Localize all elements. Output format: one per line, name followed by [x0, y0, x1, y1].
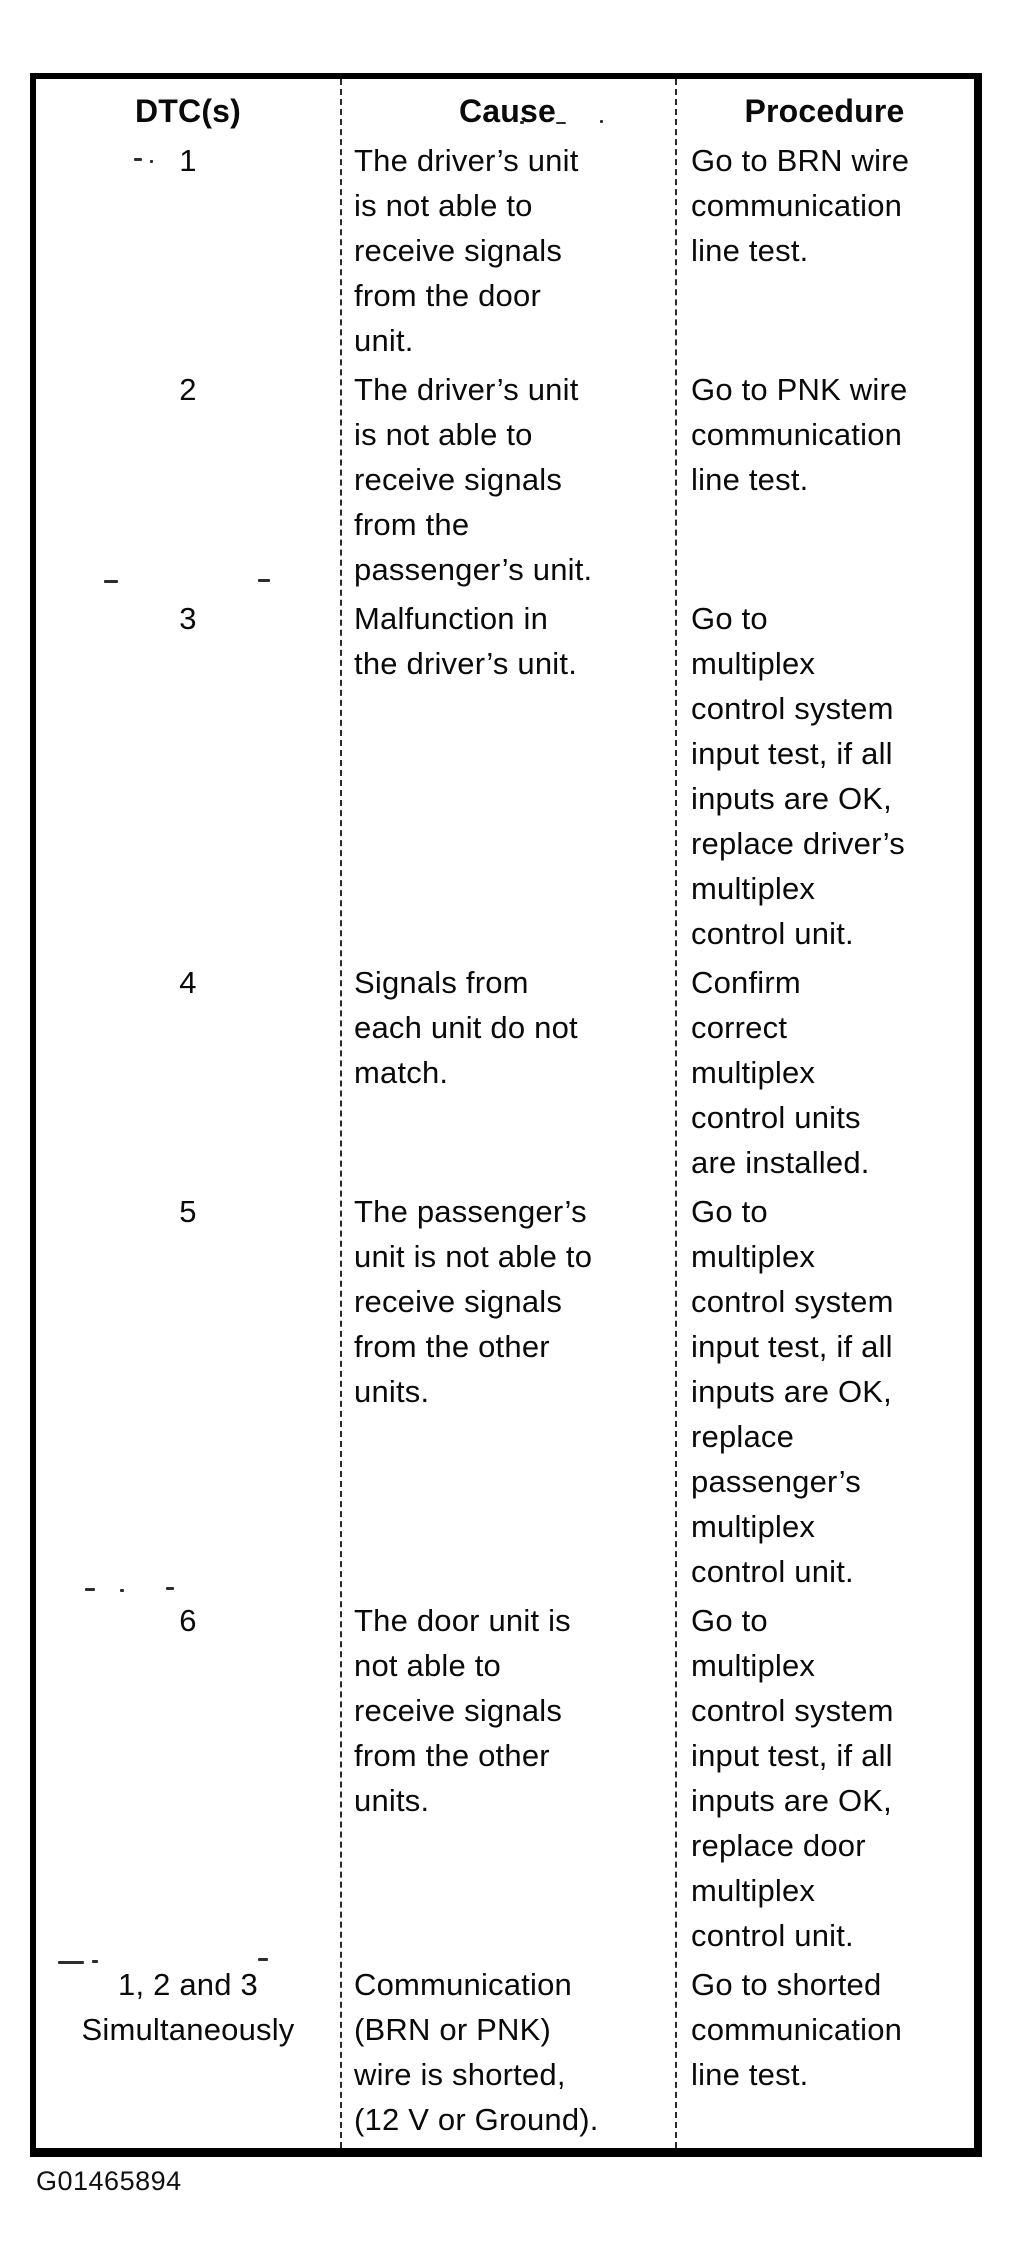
- scan-artifact: [150, 160, 153, 163]
- procedure-cell: Go to BRN wire communication line test.: [691, 143, 910, 268]
- table-row: 1, 2 and 3 Simultaneously Communication …: [36, 1962, 974, 2142]
- dtc-cell: 5: [179, 1194, 197, 1229]
- header-procedure: Procedure: [744, 93, 905, 129]
- procedure-cell: Go to multiplex control system input tes…: [691, 601, 905, 951]
- dtc-cell: 4: [179, 965, 197, 1000]
- scan-artifact: [258, 579, 270, 582]
- dtc-cell: 2: [179, 372, 197, 407]
- header-cause: Cause: [458, 93, 557, 129]
- cause-cell: Communication (BRN or PNK) wire is short…: [354, 1967, 599, 2137]
- cause-cell: The driver’s unit is not able to receive…: [354, 372, 593, 587]
- scan-artifact: [520, 121, 524, 124]
- dtc-cell: 1, 2 and 3 Simultaneously: [81, 1967, 295, 2047]
- scan-artifact: [556, 122, 566, 124]
- scan-artifact: [104, 580, 118, 583]
- procedure-cell: Go to PNK wire communication line test.: [691, 372, 908, 497]
- table-row: 1 The driver’s unit is not able to recei…: [36, 138, 974, 363]
- table-row: 6 The door unit is not able to receive s…: [36, 1598, 974, 1958]
- table-row: 3 Malfunction in the driver’s unit. Go t…: [36, 596, 974, 956]
- table-row: 4 Signals from each unit do not match. C…: [36, 960, 974, 1185]
- figure-id-label: G01465894: [36, 2166, 182, 2196]
- scan-artifact: [58, 1961, 84, 1964]
- scan-artifact: [85, 1588, 95, 1591]
- cause-cell: Signals from each unit do not match.: [354, 965, 578, 1090]
- scan-artifact: [134, 158, 142, 161]
- scan-artifact: [166, 1587, 174, 1590]
- cause-cell: The driver’s unit is not able to receive…: [354, 143, 579, 358]
- procedure-cell: Go to multiplex control system input tes…: [691, 1194, 894, 1589]
- dtc-cell: 3: [179, 601, 197, 636]
- column-separator: [675, 79, 677, 2148]
- column-separator: [340, 79, 342, 2148]
- header-dtc: DTC(s): [134, 93, 242, 129]
- procedure-cell: Go to multiplex control system input tes…: [691, 1603, 894, 1953]
- dtc-cell: 1: [179, 143, 197, 178]
- cause-cell: The passenger’s unit is not able to rece…: [354, 1194, 593, 1409]
- scan-artifact: [258, 1958, 268, 1961]
- procedure-cell: Confirm correct multiplex control units …: [691, 965, 870, 1180]
- table-row: 2 The driver’s unit is not able to recei…: [36, 367, 974, 592]
- table-row: 5 The passenger’s unit is not able to re…: [36, 1189, 974, 1594]
- scan-artifact: [92, 1960, 98, 1963]
- scan-artifact: [600, 120, 603, 123]
- procedure-cell: Go to shorted communication line test.: [691, 1967, 903, 2092]
- cause-cell: Malfunction in the driver’s unit.: [354, 601, 578, 681]
- scan-artifact: [120, 1589, 124, 1592]
- dtc-table: DTC(s) Cause Procedure 1 The driver’s un…: [30, 73, 982, 2157]
- dtc-cell: 6: [179, 1603, 197, 1638]
- table-header-row: DTC(s) Cause Procedure: [36, 89, 974, 134]
- cause-cell: The door unit is not able to receive sig…: [354, 1603, 571, 1818]
